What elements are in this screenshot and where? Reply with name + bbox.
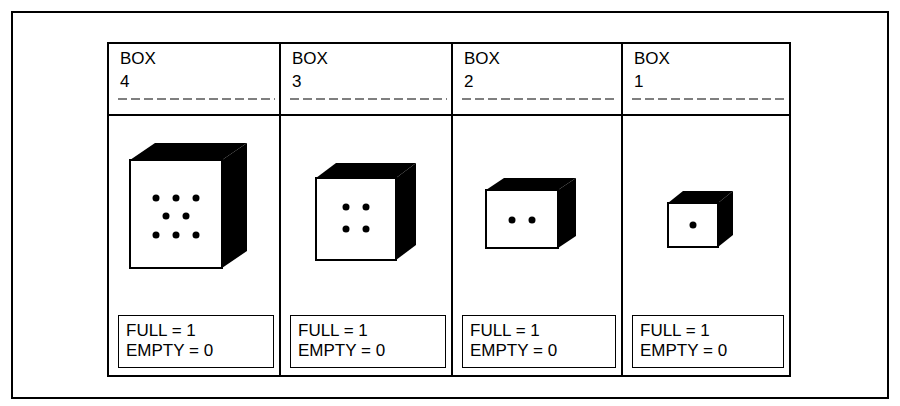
cube-4 xyxy=(316,163,416,260)
outer-frame xyxy=(12,12,888,398)
label-text: EMPTY = 0 xyxy=(640,341,776,361)
label-text: EMPTY = 0 xyxy=(126,341,266,361)
label-text: BOX xyxy=(464,49,626,69)
label-text: BOX xyxy=(292,49,456,69)
state-key-box: FULL = 1EMPTY = 0 xyxy=(118,315,274,368)
label-text: FULL = 1 xyxy=(640,321,776,341)
label-text: 4 xyxy=(120,72,284,92)
label-text: FULL = 1 xyxy=(126,321,266,341)
label-text: FULL = 1 xyxy=(470,321,608,341)
header-cell: BOX 1 xyxy=(622,43,794,115)
state-key-box: FULL = 1EMPTY = 0 xyxy=(462,315,616,368)
header-cell: BOX 2 xyxy=(452,43,626,115)
label-text: BOX xyxy=(120,49,284,69)
header-cell: BOX 3 xyxy=(280,43,456,115)
state-key-box: FULL = 1EMPTY = 0 xyxy=(632,315,784,368)
header-cell: BOX 4 xyxy=(108,43,284,115)
label-text: FULL = 1 xyxy=(298,321,438,341)
label-text: 2 xyxy=(464,72,626,92)
label-text: EMPTY = 0 xyxy=(470,341,608,361)
fill-in-line xyxy=(118,98,785,99)
label-text: BOX xyxy=(634,49,794,69)
cube-2 xyxy=(486,178,576,248)
table-grid xyxy=(108,43,790,376)
state-key-box: FULL = 1EMPTY = 0 xyxy=(290,315,446,368)
label-text: 1 xyxy=(634,72,794,92)
cube-8 xyxy=(130,143,247,268)
label-text: 3 xyxy=(292,72,456,92)
label-text: EMPTY = 0 xyxy=(298,341,438,361)
cube-1 xyxy=(668,191,733,247)
